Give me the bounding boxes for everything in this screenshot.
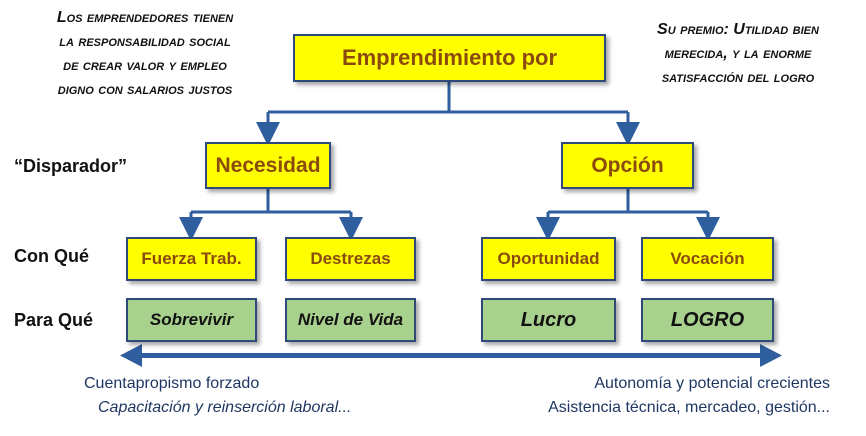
root-label: Emprendimiento por xyxy=(341,45,558,70)
branch-opcion-label: Opción xyxy=(591,153,664,177)
right-note: Su premio: Utilidad bien merecida, y la … xyxy=(614,18,862,90)
con-que-vocacion: Vocación xyxy=(641,237,774,281)
para-que-nivel-de-vida: Nivel de Vida xyxy=(285,298,416,342)
con-que-destrezas: Destrezas xyxy=(285,237,416,281)
row-label-trigger: “Disparador” xyxy=(14,156,128,176)
branch-opcion: Opción xyxy=(561,142,694,189)
left-note-line: digno con salarios justos xyxy=(57,81,233,98)
row-label-with-what: Con Qué xyxy=(14,246,89,266)
right-note-line: merecida, y la enorme xyxy=(664,45,812,62)
left-note-line: la responsabilidad social xyxy=(59,33,231,50)
para-que-sobrevivir: Sobrevivir xyxy=(126,298,257,342)
bottom-left-line-1: Cuentapropismo forzado xyxy=(84,375,260,392)
spectrum-arrow xyxy=(120,344,782,367)
para-que-label: Nivel de Vida xyxy=(297,310,404,329)
con-que-oportunidad: Oportunidad xyxy=(481,237,616,281)
branch-necesidad: Necesidad xyxy=(205,142,331,189)
root-box: Emprendimiento por xyxy=(293,34,606,82)
bottom-right-line-2: Asistencia técnica, mercadeo, gestión... xyxy=(548,399,830,416)
con-que-label: Fuerza Trab. xyxy=(141,249,242,268)
con-que-label: Oportunidad xyxy=(497,249,600,268)
row-label-for-what: Para Qué xyxy=(14,310,94,330)
right-note-line: Su premio: Utilidad bien xyxy=(657,21,819,38)
para-que-label: Lucro xyxy=(520,308,577,331)
con-que-label: Destrezas xyxy=(310,249,391,268)
para-que-label: Sobrevivir xyxy=(149,310,234,329)
bottom-left-line-2: Capacitación y reinserción laboral... xyxy=(98,399,352,416)
branch-necesidad-label: Necesidad xyxy=(215,153,321,177)
con-que-label: Vocación xyxy=(670,249,745,268)
con-que-fuerza: Fuerza Trab. xyxy=(126,237,257,281)
para-que-lucro: Lucro xyxy=(481,298,616,342)
para-que-label: LOGRO xyxy=(670,308,745,331)
left-note-line: Los emprendedores tienen xyxy=(56,9,234,26)
para-que-logro: LOGRO xyxy=(641,298,774,342)
bottom-right-line-1: Autonomía y potencial crecientes xyxy=(594,375,830,392)
left-note: Los emprendedores tienen la responsabili… xyxy=(14,6,276,102)
left-note-line: de crear valor y empleo xyxy=(63,57,227,74)
right-note-line: satisfacción del logro xyxy=(661,69,815,86)
